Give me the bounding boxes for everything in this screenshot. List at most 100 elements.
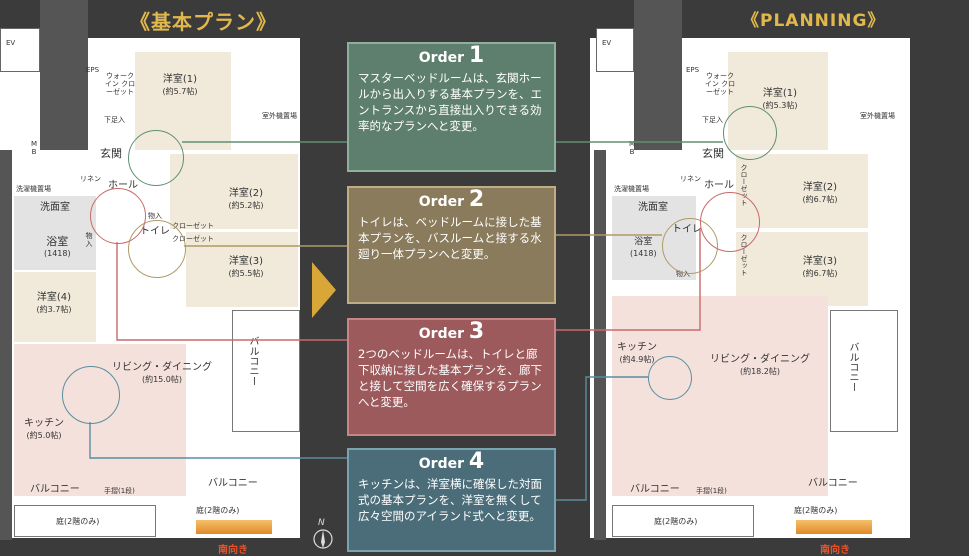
right-balcony-right: [830, 310, 898, 432]
order-1-label: Order: [418, 50, 465, 66]
order-1-card: Order 1 マスターベッドルームは、玄関ホールから出入りする基本プランを、エ…: [347, 42, 556, 172]
left-garden-bottom: [14, 505, 156, 537]
left-balcony-right: [232, 310, 300, 432]
arrow-right-icon: [312, 262, 336, 318]
left-closet-1: クローゼット: [172, 222, 214, 230]
order-2-card: Order 2 トイレは、ベッドルームに接した基本プランを、バスルームと接する水…: [347, 186, 556, 304]
left-room1-size: (約5.7帖): [162, 87, 198, 96]
left-room3-size: (約5.5帖): [228, 269, 264, 278]
left-garden-2: 庭(2階のみ): [196, 506, 240, 515]
order-2-text: トイレは、ベッドルームに接した基本プランを、バスルームと接する水廻り一体プランへ…: [358, 215, 542, 261]
right-walkin: ウォークイン クローゼット: [704, 72, 736, 96]
compass-dial-icon: [313, 529, 333, 549]
right-shoes: 下足入: [702, 116, 723, 124]
left-living-name: リビング・ダイニング: [112, 362, 212, 373]
left-outdoor-unit: 室外機置場: [262, 112, 297, 120]
right-order4-circle: [648, 356, 692, 400]
right-bath-name: 浴室: [634, 237, 653, 247]
right-balcony-h: バルコニー: [630, 484, 680, 495]
left-storage: 物入: [85, 232, 93, 248]
left-room2-label: 洋室(2) (約5.2帖): [216, 188, 276, 212]
left-washroom: 洗面室: [40, 202, 70, 213]
order-2-num: 2: [468, 187, 485, 212]
left-ev-label: EV: [6, 39, 16, 47]
left-kitchen-size: (約5.0帖): [26, 431, 62, 440]
right-room3-size: (約6.7帖): [802, 269, 838, 278]
right-closet-1: クローゼット: [740, 164, 748, 206]
right-wall-lower: [594, 150, 606, 540]
left-room4-name: 洋室(4): [36, 292, 72, 303]
right-balcony-v: バルコニー: [847, 342, 858, 392]
right-room3-label: 洋室(3) (約6.7帖): [790, 256, 850, 280]
left-bath: 浴室 (1418): [44, 236, 71, 260]
left-room3-label: 洋室(3) (約5.5帖): [216, 256, 276, 280]
right-room2-name: 洋室(2): [802, 182, 838, 193]
left-living-size: (約15.0帖): [141, 375, 183, 384]
compass-n: N: [318, 518, 325, 528]
right-closet-2: クローゼット: [740, 234, 748, 276]
left-living-label: リビング・ダイニング (約15.0帖): [102, 362, 222, 386]
right-room1-size: (約5.3帖): [762, 101, 798, 110]
left-order4-circle: [62, 366, 120, 424]
order-3-heading: Order 3: [358, 321, 545, 343]
left-bath-size: (1418): [44, 249, 71, 258]
right-washroom: 洗面室: [638, 202, 668, 213]
left-balcony-v: バルコニー: [247, 336, 258, 386]
order-4-text: キッチンは、洋室横に確保した対面式の基本プランを、洋室を無くして広々空間のアイラ…: [358, 477, 542, 523]
left-wall-lower: [0, 150, 12, 540]
right-eps: EPS: [686, 66, 700, 74]
left-wash: [14, 196, 96, 270]
left-room4-size: (約3.7帖): [36, 305, 72, 314]
left-order1-circle: [128, 130, 184, 186]
compass-icon: N: [312, 518, 334, 549]
right-order3-circle: [700, 192, 760, 252]
left-balcony-h2: バルコニー: [208, 478, 258, 489]
right-kitchen-size: (約4.9帖): [619, 355, 655, 364]
right-south-bar: [796, 520, 872, 534]
order-2-heading: Order 2: [358, 189, 545, 211]
right-room3-name: 洋室(3): [802, 256, 838, 267]
left-garden: 庭(2階のみ): [56, 517, 100, 526]
order-1-num: 1: [468, 43, 485, 68]
right-garden: 庭(2階のみ): [654, 517, 698, 526]
left-south-bar: [196, 520, 272, 534]
left-shoes: 下足入: [104, 116, 125, 124]
right-room2-label: 洋室(2) (約6.7帖): [790, 182, 850, 206]
left-mb: M B: [30, 140, 38, 156]
order-3-card: Order 3 2つのベッドルームは、トイレと廊下収納に接した基本プランを、廊下…: [347, 318, 556, 436]
left-laundry: 洗濯機置場: [16, 185, 51, 193]
order-1-heading: Order 1: [358, 45, 545, 67]
right-room1-name: 洋室(1): [762, 88, 798, 99]
left-entrance: 玄関: [100, 147, 122, 160]
left-closet-2: クローゼット: [172, 235, 214, 243]
left-handrail: 手摺(1段): [104, 487, 135, 495]
left-bath-name: 浴室: [46, 235, 69, 248]
right-linen: リネン: [680, 175, 701, 183]
order-4-heading: Order 4: [358, 451, 545, 473]
right-living-name: リビング・ダイニング: [710, 354, 810, 365]
left-order3-circle: [90, 188, 146, 244]
left-room4-label: 洋室(4) (約3.7帖): [24, 292, 84, 316]
left-linen: リネン: [80, 175, 101, 183]
left-eps: EPS: [86, 66, 100, 74]
right-living-label: リビング・ダイニング (約18.2帖): [700, 354, 820, 378]
order-1-text: マスターベッドルームは、玄関ホールから出入りする基本プランを、エントランスから直…: [358, 71, 542, 133]
left-south-label: 南向き: [218, 545, 248, 556]
right-floorplan: EV EPS M B ウォークイン クローゼット 下足入 玄関 ホール 室外機置…: [590, 0, 969, 556]
right-title: 《PLANNING》: [742, 11, 886, 31]
left-balcony-h: バルコニー: [30, 484, 80, 495]
left-walkin: ウォークイン クローゼット: [104, 72, 136, 96]
left-room2: [170, 154, 298, 229]
left-room2-name: 洋室(2): [228, 188, 264, 199]
order-4-label: Order: [418, 456, 465, 472]
left-room1-name: 洋室(1): [162, 74, 198, 85]
order-2-label: Order: [418, 194, 465, 210]
left-hall: ホール: [108, 180, 138, 191]
right-garden-bottom: [612, 505, 754, 537]
right-kitchen-name: キッチン: [617, 342, 657, 353]
left-storage-2: 物入: [148, 212, 162, 220]
right-outdoor-unit: 室外機置場: [860, 112, 895, 120]
order-4-card: Order 4 キッチンは、洋室横に確保した対面式の基本プランを、洋室を無くして…: [347, 448, 556, 552]
right-balcony-h2: バルコニー: [808, 478, 858, 489]
left-kitchen-name: キッチン: [24, 418, 64, 429]
